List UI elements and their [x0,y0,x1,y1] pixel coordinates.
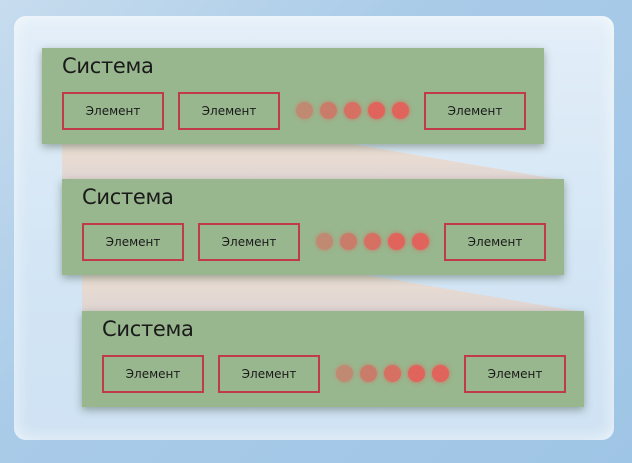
dot-icon [368,102,385,119]
system-title: Система [102,317,194,341]
dot-icon [344,102,361,119]
dot-icon [392,102,409,119]
system-panel-3: Система Элемент Элемент Элемент [82,311,584,407]
system-panel-2: Система Элемент Элемент Элемент [62,179,564,275]
element-box: Элемент [62,92,164,130]
element-box: Элемент [198,223,300,261]
dot-icon [296,102,313,119]
ellipsis-dots [336,365,449,383]
dot-icon [384,365,401,382]
element-box: Элемент [102,355,204,393]
dot-icon [408,365,425,382]
element-box: Элемент [218,355,320,393]
zoom-beam-2 [82,264,582,312]
ellipsis-dots [296,102,409,120]
system-title: Система [62,54,154,78]
dot-icon [320,102,337,119]
zoom-beam-1 [62,132,562,180]
dot-icon [316,233,333,250]
system-title: Система [82,185,174,209]
dot-icon [412,233,429,250]
dot-icon [336,365,353,382]
element-box: Элемент [464,355,566,393]
element-box: Элемент [424,92,526,130]
dot-icon [388,233,405,250]
ellipsis-dots [316,233,429,251]
dot-icon [364,233,381,250]
element-box: Элемент [444,223,546,261]
dot-icon [360,365,377,382]
dot-icon [340,233,357,250]
dot-icon [432,365,449,382]
element-box: Элемент [178,92,280,130]
element-box: Элемент [82,223,184,261]
system-panel-1: Система Элемент Элемент Элемент [42,48,544,144]
